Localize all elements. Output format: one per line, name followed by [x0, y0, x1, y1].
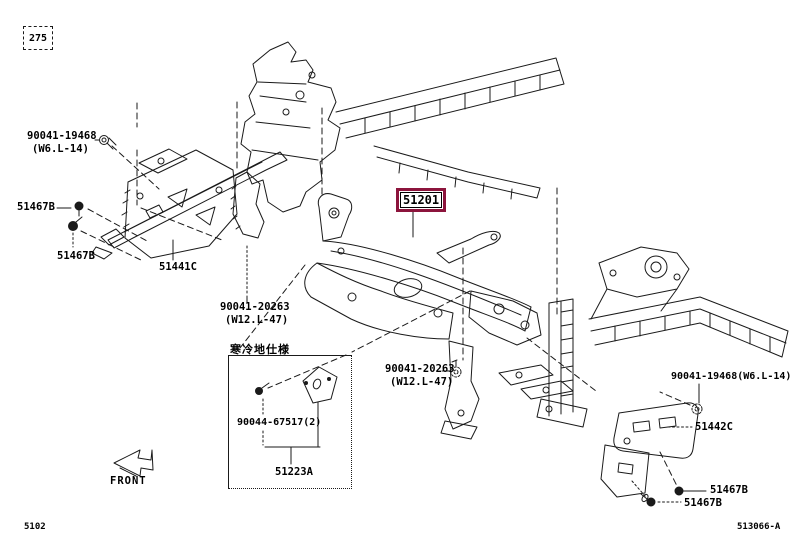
callout-cold-part[interactable]: 51223A: [275, 466, 313, 478]
nut-icon: [674, 486, 688, 496]
front-label: FRONT: [110, 475, 147, 487]
bolt-icon: [691, 403, 703, 415]
crossmember-drawing: [304, 193, 542, 440]
part-spec: (W12.L-47): [225, 313, 289, 326]
figure-code: 5102: [24, 522, 46, 532]
highlighted-part-callout[interactable]: 51201: [396, 188, 447, 213]
part-number: 90041-20263: [385, 363, 455, 375]
bolt-icon: [450, 366, 462, 378]
right-member-drawing: [498, 246, 789, 498]
bolt-icon: [640, 493, 656, 507]
part-number: 90041-19468: [27, 130, 97, 142]
callout-bolt-center-left[interactable]: 90041-20263 (W12.L-47): [220, 301, 290, 326]
part-spec: (W6.L-14): [32, 142, 89, 155]
left-member-drawing: [91, 148, 288, 260]
stamp-icon[interactable]: 275: [23, 26, 53, 50]
callout-bolt-rear-right[interactable]: 90041-19468(W6.L-14): [671, 371, 792, 382]
cold-region-title: 寒冷地仕様: [230, 343, 290, 356]
callout-bracket-right[interactable]: 51442C: [695, 421, 733, 433]
callout-nut-left-upper[interactable]: 51467B: [17, 201, 55, 213]
stamp-text: 275: [28, 32, 48, 44]
front-arrow-icon: [113, 449, 154, 477]
body-structure-drawing: [230, 41, 565, 239]
callout-nut-left-lower[interactable]: 51467B: [57, 250, 95, 262]
callout-bracket-left[interactable]: 51441C: [159, 261, 197, 273]
part-spec: (W12.L-47): [390, 375, 454, 388]
part-number: 90041-20263: [220, 301, 290, 313]
cold-region-bracket-drawing: [264, 366, 338, 465]
nut-icon: [74, 201, 84, 217]
callout-nut-right-lower[interactable]: 51467B: [684, 497, 722, 509]
bolt-shaft: [451, 359, 458, 367]
drawing-code: 513066-A: [737, 522, 781, 532]
bolt-icon: [94, 135, 117, 150]
callout-bolt-front-left[interactable]: 90041-19468 (W6.L-14): [27, 130, 97, 155]
bolt-icon: [68, 216, 83, 231]
callout-bolt-center-right[interactable]: 90041-20263 (W12.L-47): [385, 363, 455, 388]
bolt-icon: [255, 382, 270, 395]
leader-lines: [56, 101, 707, 503]
callout-cold-bolt[interactable]: 90044-67517(2): [237, 417, 322, 428]
cold-region-box: [228, 355, 352, 489]
highlighted-part-number: 51201: [400, 192, 443, 209]
callout-nut-right-upper[interactable]: 51467B: [710, 484, 748, 496]
